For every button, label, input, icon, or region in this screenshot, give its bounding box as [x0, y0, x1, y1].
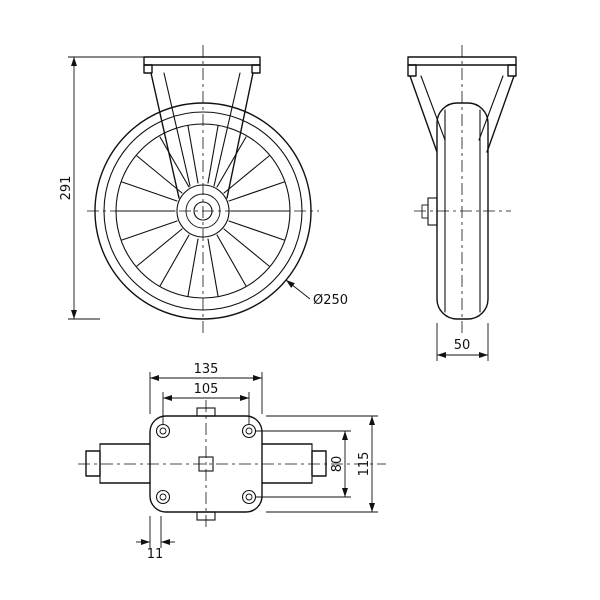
bolt-hole-bottom-left-outer	[155, 489, 171, 505]
wheel-rim-circle	[115, 123, 291, 299]
bolt-hole-top-left-inner	[159, 427, 167, 435]
bolt-hole-bottom-right-outer	[241, 489, 257, 505]
wheel-spokes	[116, 125, 290, 297]
spoke-line	[187, 238, 199, 297]
spoke-line	[207, 238, 219, 297]
wheel-tread-inner-circle	[103, 111, 303, 311]
spoke-line	[136, 155, 183, 194]
spoke-line	[136, 228, 183, 267]
top-plate-side	[407, 56, 517, 66]
spoke-line	[223, 155, 270, 194]
front-view	[87, 45, 319, 334]
hub-boss-small-rect	[421, 204, 429, 219]
fork-left-outer-line	[150, 72, 180, 199]
side-plate-right-tab	[507, 64, 517, 77]
height-dim-label: 291	[59, 176, 74, 201]
spoke-line	[187, 125, 199, 184]
spoke-line	[121, 181, 178, 202]
bolt-hole-top-right-outer	[241, 423, 257, 439]
side-fork-left-inner-line	[420, 75, 446, 141]
axle-end-cap-right	[311, 450, 327, 477]
fork-right-inner-line	[213, 72, 241, 187]
side-view-dimensions: 50	[436, 323, 489, 361]
spoke-line	[223, 228, 270, 267]
side-plate-left-tab	[407, 64, 417, 77]
spoke-line	[216, 234, 247, 287]
edge-offset-dim-label: 11	[147, 547, 164, 562]
hub-outer-circle	[176, 184, 230, 238]
top-plate-front	[143, 56, 261, 66]
spoke-line	[228, 181, 285, 202]
plate-width-dim-label: 135	[194, 362, 219, 377]
plate-center-boss	[198, 456, 214, 472]
spoke-line	[216, 136, 247, 188]
spoke-line	[207, 125, 219, 184]
front-view-dimensions: 291 Ø250	[59, 56, 348, 320]
spoke-line	[159, 136, 190, 188]
top-plate-right-tab	[251, 64, 261, 74]
hole-spacing-width-dim-label: 105	[194, 382, 219, 397]
plate-view-dimensions: 135 105 115 80 11	[136, 362, 378, 562]
axle-end-cap-left	[85, 450, 101, 477]
side-view	[407, 45, 517, 334]
diameter-leader-line	[285, 279, 311, 300]
side-fork-left-outer-line	[409, 75, 438, 153]
bolt-hole-bottom-right-inner	[245, 493, 253, 501]
bolt-hole-top-left-outer	[155, 423, 171, 439]
hub-ring-circle	[185, 193, 221, 229]
plate-view	[78, 400, 386, 528]
plate-bottom-tab	[196, 511, 216, 521]
fork-right-outer-line	[226, 72, 254, 199]
side-fork-right-inner-line	[478, 75, 504, 141]
plate-top-tab	[196, 407, 216, 417]
spoke-line	[228, 220, 285, 241]
spoke-line	[159, 234, 190, 287]
fork-left-inner-line	[163, 72, 191, 187]
axle-hole-circle	[193, 201, 213, 221]
width-dim-label: 50	[454, 338, 471, 353]
diameter-dim-label: Ø250	[313, 293, 348, 308]
top-plate-left-tab	[143, 64, 153, 74]
bolt-hole-top-right-inner	[245, 427, 253, 435]
spoke-line	[121, 220, 178, 241]
side-fork-right-outer-line	[486, 75, 515, 153]
plate-height-dim-label: 115	[357, 452, 372, 477]
wheel-outer-circle	[94, 102, 312, 320]
bolt-hole-bottom-left-inner	[159, 493, 167, 501]
hole-spacing-height-dim-label: 80	[330, 456, 345, 473]
